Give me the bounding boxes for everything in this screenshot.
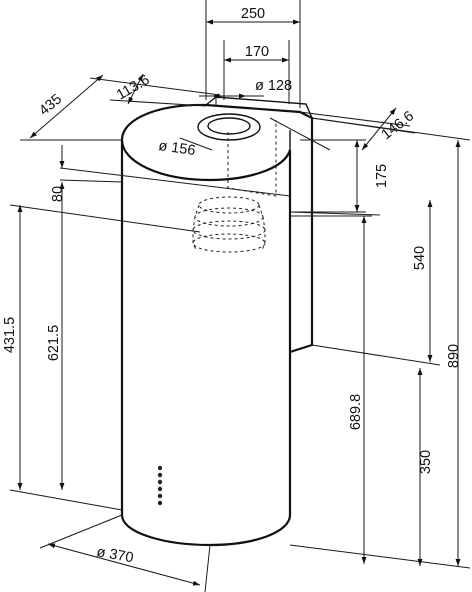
dim-350: 350 xyxy=(417,368,434,566)
dim-175: 175 xyxy=(290,139,390,213)
chimney-top-edge xyxy=(205,96,313,119)
dim-431-5: 431.5 xyxy=(2,204,201,490)
label-175: 175 xyxy=(374,164,390,188)
dim-113-6: 113.6 xyxy=(89,72,221,107)
control-button-5 xyxy=(157,493,163,499)
motor-outlet xyxy=(192,196,266,253)
label-890: 890 xyxy=(446,344,462,368)
label-170: 170 xyxy=(245,44,269,60)
dim-621-5: 621.5 xyxy=(46,205,65,490)
label-350: 350 xyxy=(418,450,434,474)
label-435: 435 xyxy=(36,91,65,119)
control-button-3 xyxy=(157,479,163,485)
label-128: ø 128 xyxy=(255,78,292,94)
dim-890: 890 xyxy=(289,117,471,569)
hidden-duct xyxy=(227,120,277,197)
control-button-1 xyxy=(157,465,163,471)
cylinder-bottom xyxy=(120,514,292,547)
dim-bottom-ref xyxy=(9,489,123,511)
dim-540: 540 xyxy=(289,200,441,366)
exhaust-collar-inner xyxy=(207,117,251,135)
dim-80: 80 xyxy=(50,145,291,205)
label-689-8: 689.8 xyxy=(348,394,364,430)
label-621-5: 621.5 xyxy=(46,325,62,361)
dim-156: ø 156 xyxy=(157,117,331,159)
cylinder-top xyxy=(120,103,292,182)
dim-250: 250 xyxy=(205,0,301,108)
label-540: 540 xyxy=(412,246,428,270)
dim-435: 435 xyxy=(20,74,122,141)
dim-128: ø 128 xyxy=(199,78,292,99)
dim-689-8: 689.8 xyxy=(290,215,372,564)
dim-170: 170 xyxy=(223,40,290,104)
label-80: 80 xyxy=(50,186,66,202)
control-button-6 xyxy=(157,500,163,506)
label-146-6: 146.6 xyxy=(379,108,417,143)
control-button-4 xyxy=(157,486,163,492)
label-156: ø 156 xyxy=(157,138,196,159)
label-250: 250 xyxy=(241,6,265,22)
label-113-6: 113.6 xyxy=(114,72,153,103)
exhaust-collar-outer xyxy=(197,113,261,141)
control-button-2 xyxy=(157,472,163,478)
hood-body xyxy=(120,96,314,547)
dim-370: ø 370 xyxy=(39,514,211,592)
chimney-back xyxy=(205,103,314,354)
label-370: ø 370 xyxy=(95,544,134,566)
label-431-5: 431.5 xyxy=(2,317,18,353)
control-panel xyxy=(157,465,163,506)
